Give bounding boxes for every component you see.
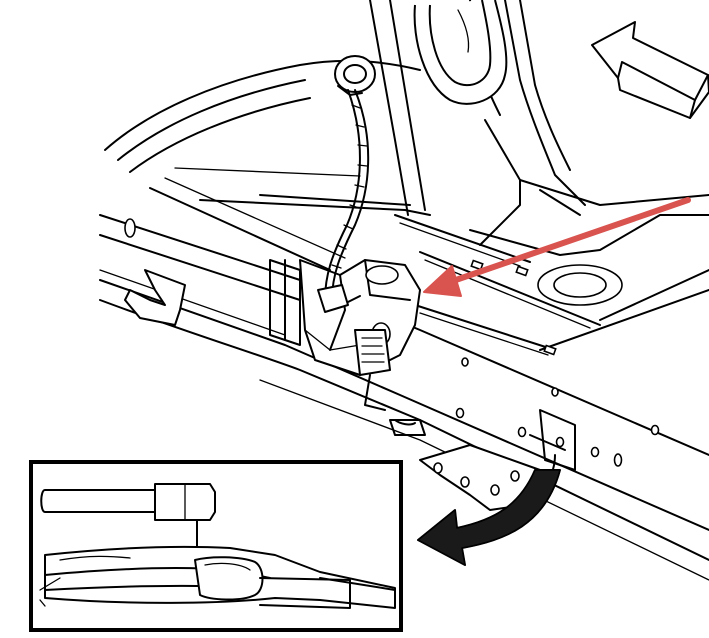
wiring-harness [324, 89, 370, 301]
connector [317, 284, 361, 313]
forward-direction-arrow-icon [591, 21, 709, 119]
b-pillar [369, 0, 586, 246]
curved-pointer-arrow-icon [417, 454, 561, 566]
red-callout-arrow-icon [423, 197, 691, 297]
mounting-bracket [299, 259, 421, 411]
connector-inset-detail [29, 460, 403, 632]
inset-connector-plug [40, 483, 216, 553]
inset-harness-bundle [39, 545, 396, 609]
